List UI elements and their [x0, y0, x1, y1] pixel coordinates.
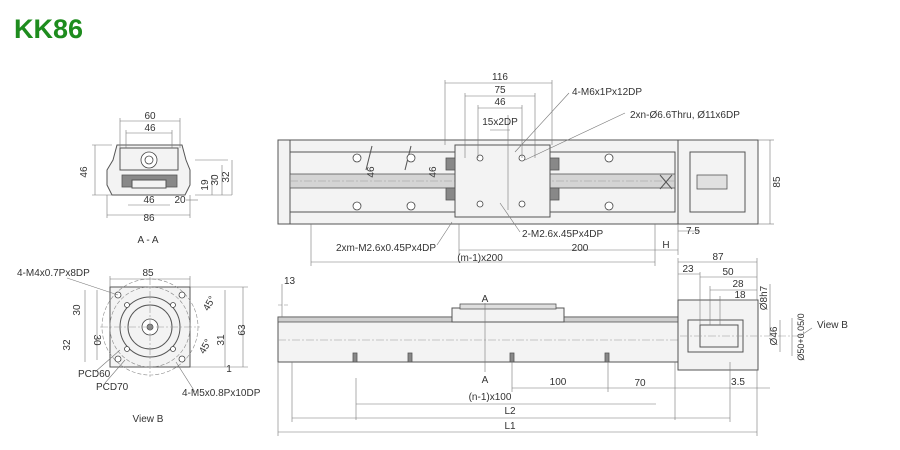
viewb-dim-63: 63 — [237, 324, 248, 336]
viewb-dim-85: 85 — [142, 268, 154, 279]
top-note-thru-holes: 2xn-Ø6.6Thru, Ø11x6DP — [630, 110, 740, 121]
front-dim-46-dia: Ø46 — [769, 326, 780, 345]
top-dim-7-5: 7.5 — [686, 226, 700, 237]
top-dim-46-carriage: 46 — [428, 166, 439, 178]
front-dim-n-1x100: (n-1)x100 — [469, 392, 512, 403]
aa-dim-46-bottom: 46 — [143, 195, 155, 206]
top-note-m2-slider: 2-M2.6x.45Px4DP — [522, 229, 603, 240]
front-dim-3-5: 3.5 — [731, 377, 745, 388]
viewb-note-m4: 4-M4x0.7Px8DP — [17, 268, 90, 279]
aa-dim-46-left: 46 — [79, 166, 90, 178]
model-title: KK86 — [14, 14, 84, 44]
viewb-dim-30a: 30 — [72, 304, 83, 316]
top-dim-75: 75 — [494, 85, 506, 96]
top-view: 116 75 46 15x2DP 46 46 85 200 (m-1)x200 … — [277, 72, 783, 266]
viewb-angle-45-bottom: 45° — [197, 337, 214, 356]
front-dim-70: 70 — [634, 378, 646, 389]
front-dim-87: 87 — [712, 252, 724, 263]
aa-dim-19: 19 — [200, 179, 211, 191]
front-dim-28: 28 — [732, 279, 744, 290]
front-dim-l2: L2 — [504, 406, 516, 417]
front-section-a-bottom: A — [482, 375, 489, 386]
viewb-note-pcd70: PCD70 — [96, 382, 129, 393]
front-dim-18: 18 — [734, 290, 746, 301]
top-dim-15x2dp: 15x2DP — [482, 117, 518, 128]
viewb-note-pcd60: PCD60 — [78, 369, 111, 380]
top-note-m6: 4-M6x1Px12DP — [572, 87, 642, 98]
top-dim-46: 46 — [494, 97, 506, 108]
viewb-dim-30b: 30 — [91, 334, 102, 346]
top-dim-m-1x200: (m-1)x200 — [457, 253, 503, 264]
aa-dim-32: 32 — [221, 171, 232, 183]
viewb-note-m5: 4-M5x0.8Px10DP — [182, 388, 261, 399]
viewb-angle-45-top: 45° — [201, 294, 218, 313]
view-b-caption: View B — [133, 414, 164, 425]
viewb-dim-1: 1 — [226, 364, 232, 375]
top-note-m2-rail: 2xm-M2.6x0.45Px4DP — [336, 243, 436, 254]
front-dim-23: 23 — [682, 264, 694, 275]
front-section-a-top: A — [482, 294, 489, 305]
aa-dim-86: 86 — [143, 213, 155, 224]
top-dim-200: 200 — [572, 243, 589, 254]
viewb-dim-32: 32 — [62, 339, 73, 351]
section-aa-view: 60 46 46 19 30 32 46 20 86 A - A — [79, 111, 233, 246]
front-dim-100: 100 — [550, 377, 567, 388]
aa-dim-30: 30 — [210, 174, 221, 186]
front-dim-50: 50 — [722, 267, 734, 278]
viewb-dim-31: 31 — [216, 334, 227, 346]
top-dim-116: 116 — [492, 72, 508, 83]
top-dim-h: H — [662, 240, 669, 251]
aa-dim-46-top: 46 — [144, 123, 156, 134]
aa-dim-60: 60 — [144, 111, 156, 122]
front-dim-8h7: Ø8h7 — [759, 285, 770, 310]
top-dim-85: 85 — [772, 176, 783, 188]
front-dim-13: 13 — [284, 276, 296, 287]
front-view-b-label: View B — [817, 320, 848, 331]
top-dim-46-rail: 46 — [366, 166, 377, 178]
aa-dim-20: 20 — [174, 195, 186, 206]
section-aa-caption: A - A — [137, 235, 158, 246]
view-b: 85 30 30 32 31 63 45° 45° 1 4-M4x0.7Px8D… — [17, 268, 261, 425]
front-dim-l1: L1 — [504, 421, 516, 432]
front-dim-50-tol: Ø50+0.05/0 — [796, 313, 806, 360]
front-view: 13 A A 100 70 3.5 (n-1)x100 L2 L1 23 87 … — [277, 252, 848, 436]
